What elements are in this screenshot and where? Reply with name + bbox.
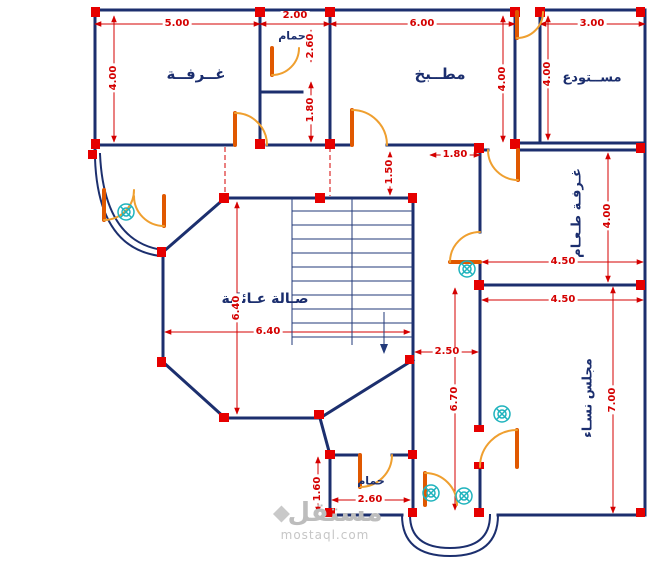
dim-label: 6.00 bbox=[407, 18, 437, 29]
dim-label: 7.00 bbox=[607, 385, 618, 415]
room-label-storage: مســتودع bbox=[562, 70, 622, 86]
doors bbox=[102, 10, 544, 507]
room-label-dining: غـرفـة طـعـام bbox=[569, 168, 585, 258]
watermark-brand: مستقل bbox=[267, 498, 382, 528]
dim-label: 2.00 bbox=[280, 10, 310, 21]
dim-label: 5.00 bbox=[162, 18, 192, 29]
door-dining-corridor bbox=[448, 231, 482, 264]
door-entry-top bbox=[515, 10, 544, 40]
room-label-bedroom: غــرفــة bbox=[166, 65, 226, 83]
watermark-site: mostaql.com bbox=[280, 528, 370, 542]
dim-label: 3.00 bbox=[577, 18, 607, 29]
dim-label: 4.00 bbox=[108, 63, 119, 93]
dim-label: 2.60 bbox=[305, 31, 316, 61]
room-label-bathroom-bottom: حمام bbox=[357, 474, 385, 488]
watermark: مستقل mostaql.com bbox=[267, 498, 382, 542]
ceiling-fixtures bbox=[117, 203, 511, 505]
dim-label: 4.50 bbox=[548, 256, 578, 267]
dim-label: 4.00 bbox=[602, 201, 613, 231]
dim-label: 2.60 bbox=[355, 494, 385, 505]
fixture-icon bbox=[458, 260, 476, 278]
dim-label: 1.80 bbox=[305, 95, 316, 125]
fixture-icon bbox=[455, 487, 473, 505]
dim-label: 6.40 bbox=[231, 293, 242, 323]
dim-label: 6.70 bbox=[449, 384, 460, 414]
fixture-icon bbox=[117, 203, 135, 221]
door-kitchen bbox=[350, 108, 388, 147]
dim-label: 2.50 bbox=[432, 346, 462, 357]
dim-label: 1.50 bbox=[384, 157, 395, 187]
door-dining-top bbox=[487, 148, 520, 182]
dim-label: 4.00 bbox=[542, 59, 553, 89]
room-label-women-majlis: مجلس نسـاء bbox=[580, 358, 596, 438]
door-bay-right bbox=[133, 194, 166, 228]
dim-label: 4.00 bbox=[497, 64, 508, 94]
door-majlis bbox=[479, 428, 519, 469]
dim-label: 1.80 bbox=[440, 149, 470, 160]
extension-lines bbox=[224, 147, 331, 196]
door-bathroom-bottom bbox=[358, 453, 393, 489]
fixture-icon bbox=[493, 405, 511, 423]
fixture-icon bbox=[422, 484, 440, 502]
watermark-brand-text: مستقل bbox=[287, 498, 383, 528]
dim-label: 6.40 bbox=[253, 326, 283, 337]
room-label-bathroom-top: حمام bbox=[278, 29, 306, 43]
door-bedroom bbox=[233, 111, 268, 147]
door-bathroom-top bbox=[270, 46, 300, 77]
dim-label: 4.50 bbox=[548, 294, 578, 305]
room-label-kitchen: مطــبخ bbox=[414, 65, 466, 83]
staircase bbox=[291, 198, 413, 354]
room-label-family-hall: صـالة عـائلية bbox=[221, 291, 309, 307]
